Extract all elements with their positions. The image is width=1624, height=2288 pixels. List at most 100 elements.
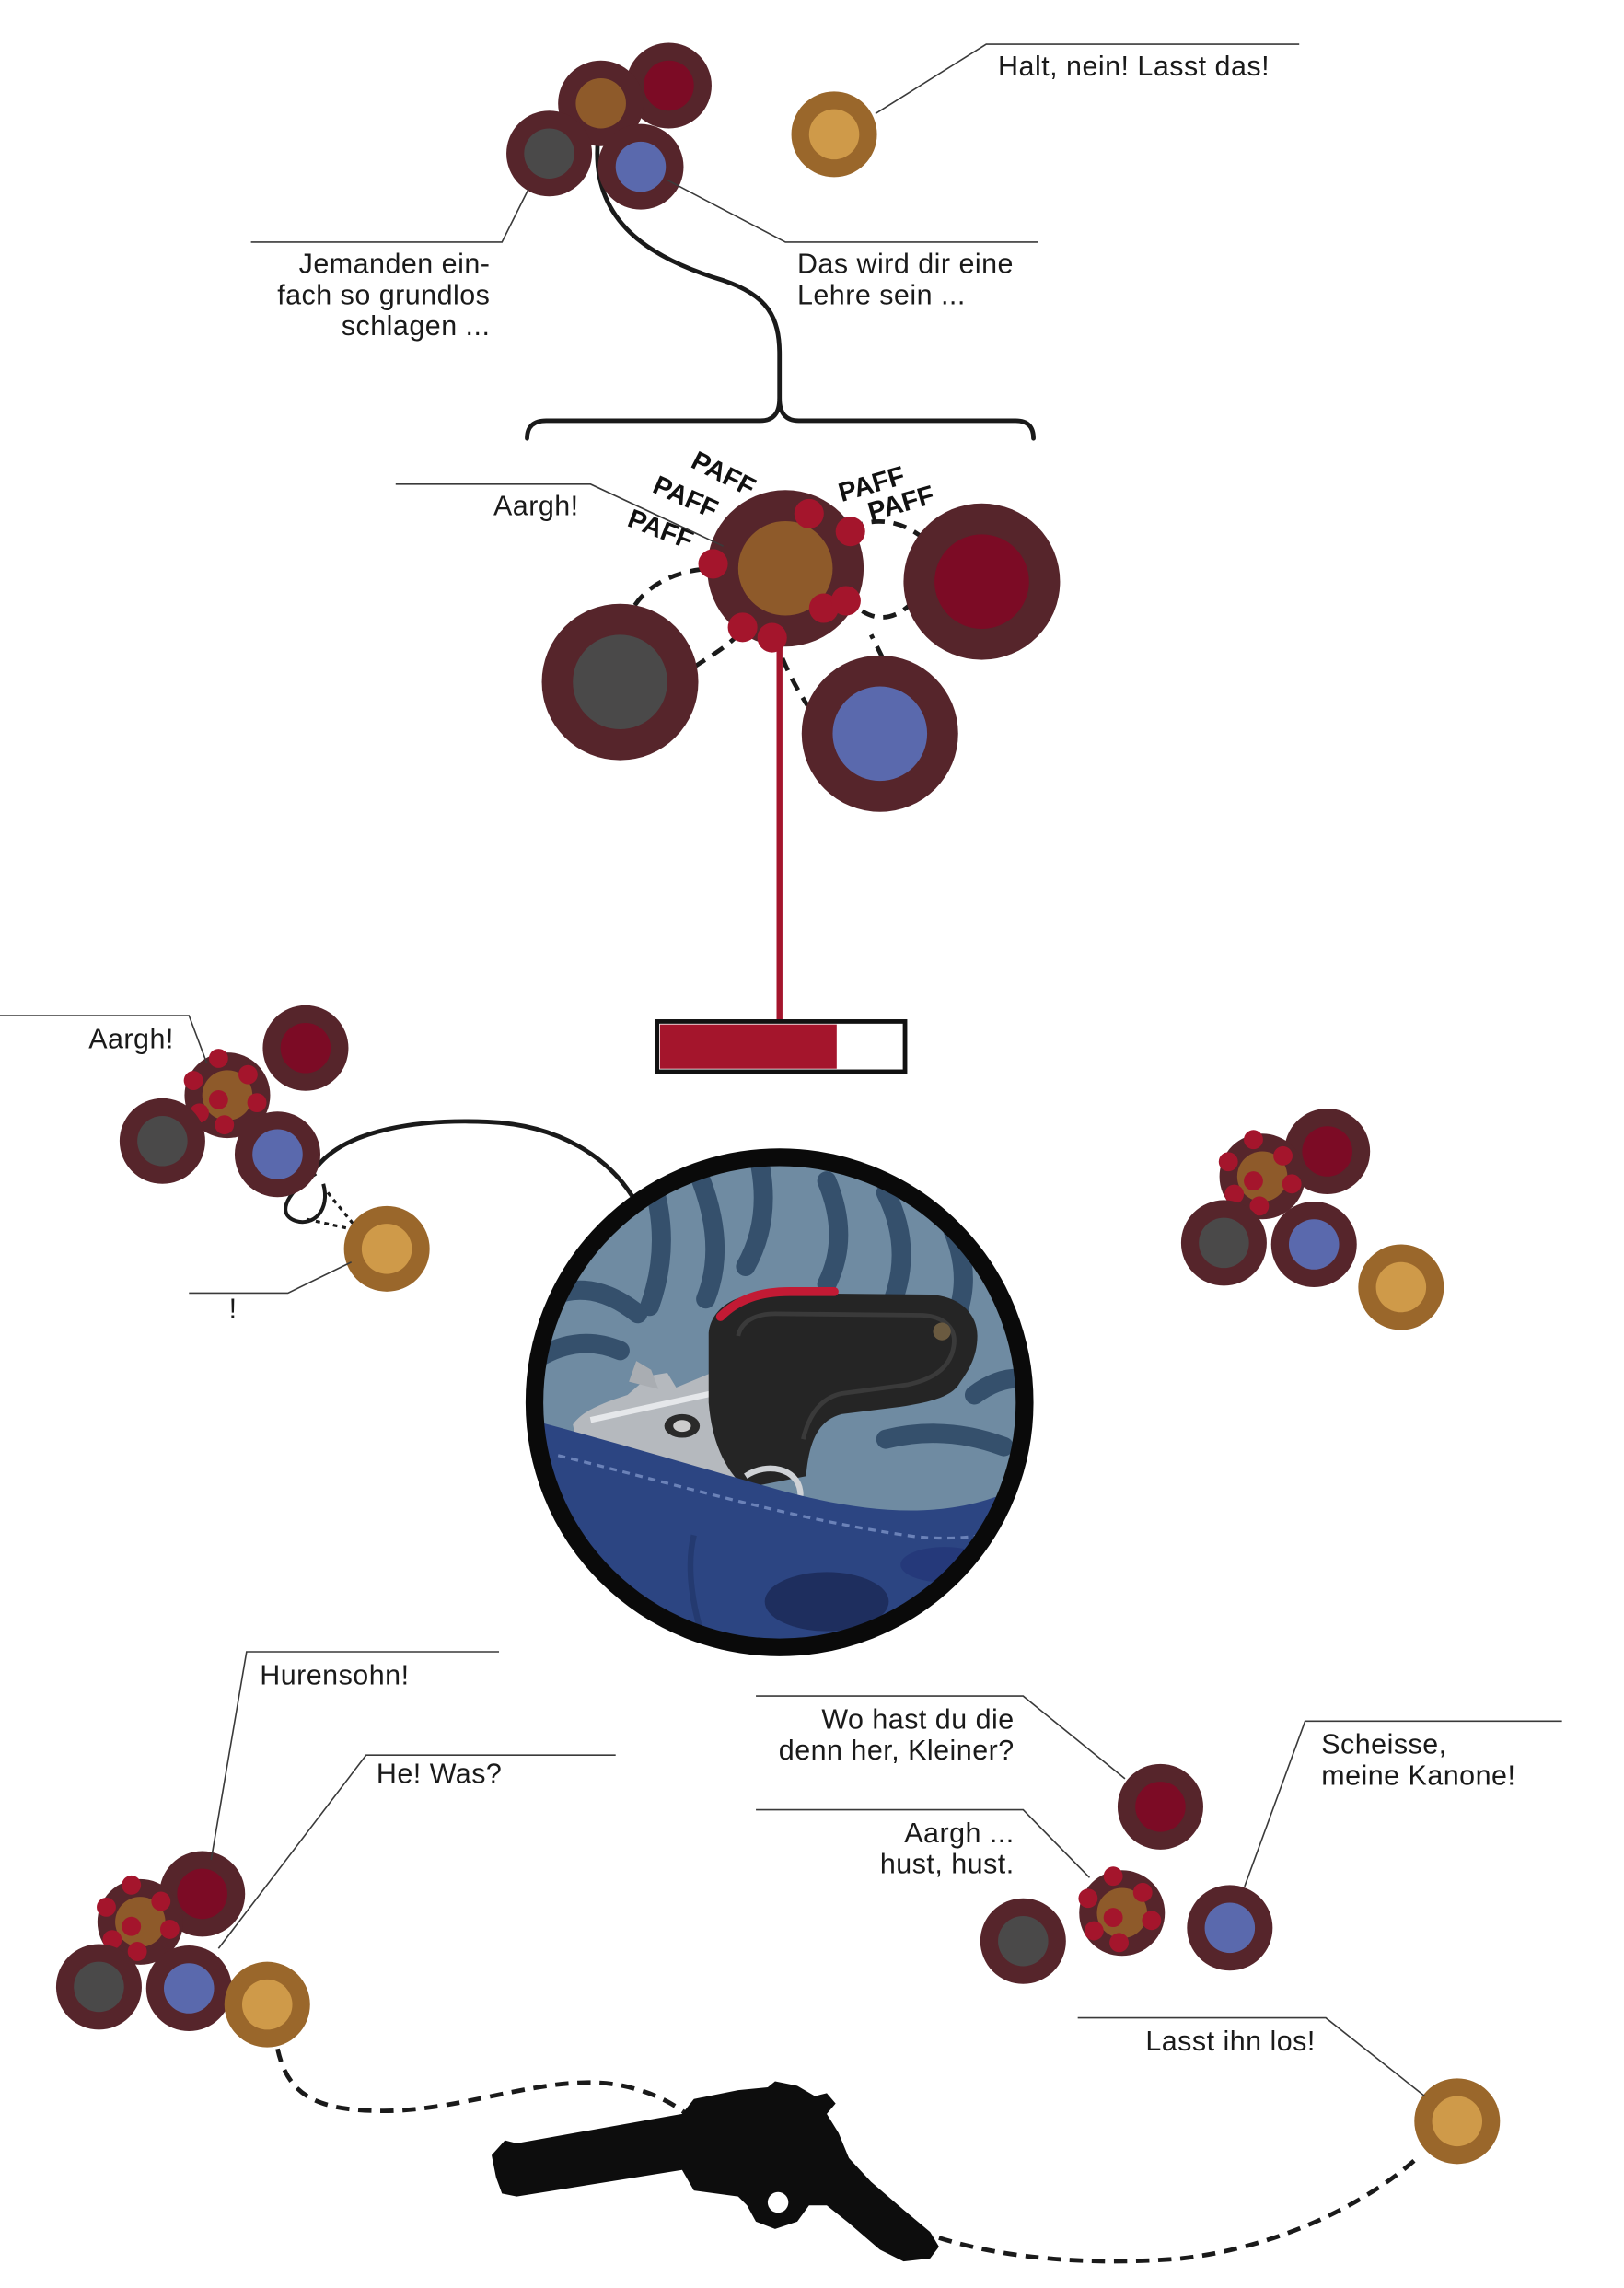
character-brown bbox=[97, 1875, 183, 1965]
character-grey bbox=[541, 603, 699, 761]
character-blue bbox=[234, 1111, 320, 1198]
blood-spot bbox=[1244, 1130, 1263, 1150]
blood-spot bbox=[183, 1071, 203, 1090]
scene-4-characters bbox=[1180, 1109, 1444, 1330]
character-core bbox=[280, 1023, 331, 1074]
speech-leader-line bbox=[189, 1261, 353, 1295]
character-core bbox=[575, 77, 626, 129]
speech-leader-line bbox=[667, 179, 1038, 243]
blood-spot bbox=[122, 1875, 142, 1895]
scene-2-characters bbox=[541, 490, 1061, 812]
character-red bbox=[903, 503, 1061, 660]
blood-spot bbox=[151, 1891, 171, 1911]
scene-5-disarm: Hurensohn! He! Was? Wo hast du die denn … bbox=[55, 1651, 1562, 2264]
scene-1-provocation: Halt, nein! Lasst das! Jemanden ein- fac… bbox=[250, 42, 1300, 441]
character-core bbox=[644, 60, 694, 111]
speech-jemanden-line-2: fach so grundlos bbox=[277, 279, 490, 310]
fabric-fold bbox=[534, 1333, 630, 1365]
speech-leader-line bbox=[756, 1808, 1091, 1878]
speech-jemanden-line-3: schlagen ... bbox=[342, 310, 491, 342]
fabric-fold bbox=[817, 1171, 849, 1295]
character-core bbox=[137, 1116, 188, 1167]
revolver-silhouette-shape bbox=[492, 2081, 939, 2262]
speech-wo-hast-line-2: denn her, Kleiner? bbox=[779, 1735, 1015, 1766]
scene-2-beating: PAFF PAFF PAFF PAFF PAFF Aargh! bbox=[395, 446, 1061, 1074]
speech-wo-hast-line-1: Wo hast du die bbox=[821, 1703, 1014, 1735]
character-blue bbox=[1270, 1202, 1357, 1288]
blood-spot bbox=[1244, 1171, 1263, 1191]
blood-spot bbox=[247, 1093, 267, 1113]
blood-spot bbox=[1132, 1882, 1153, 1902]
grip-red-trim bbox=[715, 1287, 839, 1321]
scene-1-characters bbox=[506, 42, 877, 210]
motion-dash bbox=[868, 633, 886, 660]
character-core bbox=[573, 634, 667, 729]
speech-leader-line bbox=[1077, 2016, 1426, 2097]
blood-spot bbox=[1224, 1184, 1245, 1204]
blood-spot bbox=[1249, 1196, 1270, 1216]
speech-aargh-hust-line-1: Aargh ... bbox=[904, 1818, 1014, 1849]
speech-leader-line bbox=[395, 483, 725, 547]
character-red bbox=[625, 42, 712, 129]
speech-leader-line bbox=[756, 1695, 1126, 1780]
grip-texture bbox=[736, 1311, 957, 1440]
character-red bbox=[1117, 1763, 1203, 1850]
speech-leader-line bbox=[875, 43, 1300, 115]
zoom-connector-curve bbox=[315, 1119, 634, 1199]
speech-he-was: He! Was? bbox=[377, 1759, 502, 1790]
character-gold bbox=[1358, 1244, 1444, 1330]
speech-aargh: Aargh! bbox=[88, 1023, 174, 1054]
motion-dash bbox=[692, 633, 740, 669]
speech-leader-line bbox=[250, 188, 529, 243]
speech-aargh: Aargh! bbox=[493, 491, 579, 522]
blood-spot bbox=[757, 622, 787, 653]
character-core bbox=[808, 109, 860, 160]
blood-spot bbox=[102, 1930, 122, 1950]
character-blue bbox=[801, 655, 958, 812]
blood-spot bbox=[238, 1064, 258, 1085]
jeans-shadow bbox=[764, 1572, 889, 1632]
fabric-folds bbox=[534, 1156, 1025, 1457]
blood-spot bbox=[1218, 1152, 1238, 1172]
character-core bbox=[1432, 2096, 1483, 2147]
sight-line bbox=[326, 1191, 356, 1226]
character-core bbox=[74, 1961, 124, 2013]
trigger-guard-hole bbox=[767, 2191, 789, 2213]
speech-scheisse-line-1: Scheisse, bbox=[1321, 1729, 1446, 1760]
character-core bbox=[1288, 1219, 1340, 1270]
character-blue bbox=[145, 1945, 232, 2032]
blood-spot bbox=[208, 1089, 228, 1109]
character-blue bbox=[1187, 1885, 1273, 1971]
character-red bbox=[1284, 1109, 1371, 1195]
fabric-fold bbox=[736, 1156, 773, 1276]
scene-5-characters bbox=[55, 1763, 1501, 2165]
speech-lehre-line-2: Lehre sein ... bbox=[797, 279, 966, 310]
character-red bbox=[262, 1005, 349, 1091]
blood-spot bbox=[159, 1919, 180, 1939]
fabric-fold bbox=[964, 1368, 1025, 1405]
health-bar bbox=[655, 1019, 908, 1074]
speech-aargh-hust-line-2: hust, hust. bbox=[880, 1848, 1015, 1879]
grip-screw bbox=[933, 1322, 951, 1341]
character-gold bbox=[791, 91, 877, 178]
speech-exclaim: ! bbox=[229, 1294, 238, 1325]
character-brown bbox=[1078, 1866, 1166, 1957]
character-core bbox=[361, 1224, 412, 1274]
scene-3-witness: Aargh! ! bbox=[0, 1005, 634, 1325]
magnified-revolver-in-pocket bbox=[525, 1148, 1034, 1656]
character-gold bbox=[343, 1205, 430, 1292]
speech-lehre-line-1: Das wird dir eine bbox=[797, 249, 1014, 280]
blood-spot bbox=[1084, 1921, 1104, 1941]
character-gold bbox=[224, 1961, 310, 2048]
character-core bbox=[252, 1129, 303, 1179]
character-core bbox=[1302, 1126, 1352, 1177]
character-brown bbox=[698, 490, 865, 653]
blood-spot bbox=[122, 1916, 142, 1936]
character-grey bbox=[1180, 1200, 1267, 1286]
blood-spot bbox=[698, 549, 728, 579]
character-grey bbox=[119, 1098, 205, 1184]
motion-dash bbox=[632, 565, 713, 607]
character-brown bbox=[1218, 1130, 1305, 1220]
blood-spot bbox=[208, 1049, 228, 1068]
